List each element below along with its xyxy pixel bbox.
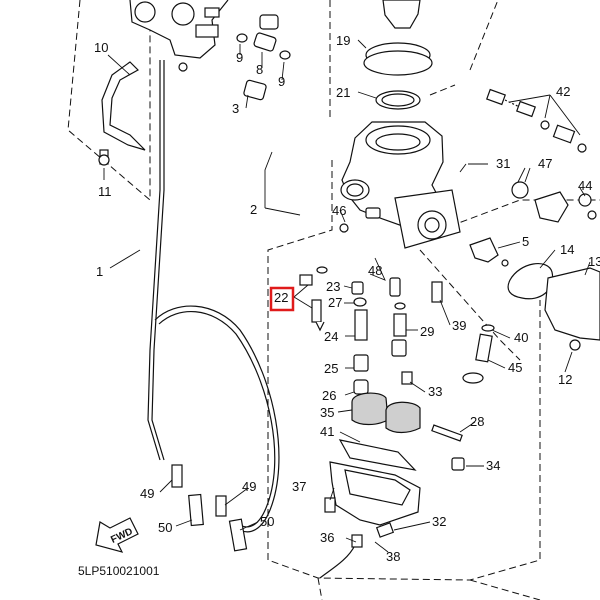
highlight-box [269,286,295,312]
throttle-housing [129,0,229,72]
carburetor-body [339,121,461,249]
callout-48: 48 [368,263,382,278]
callout-5: 5 [522,234,529,249]
callout-37: 37 [292,479,306,494]
callout-45: 45 [508,360,522,375]
callout-8: 8 [256,62,263,77]
fwd-arrow-icon: FWD [95,517,139,553]
callout-2: 2 [250,202,257,217]
callout-27: 27 [328,295,342,310]
callout-3: 3 [232,101,239,116]
callout-31: 31 [496,156,510,171]
jet-stack [299,266,421,434]
callout-49-left: 49 [140,486,154,501]
callout-44: 44 [578,178,592,193]
float-bowl [319,424,465,579]
callout-19: 19 [336,33,350,48]
callout-23: 23 [326,279,340,294]
callout-46: 46 [332,203,346,218]
callout-21: 21 [336,85,350,100]
callout-14: 14 [560,242,574,257]
callout-labels: 10 11 1 2 3 8 9 9 19 21 31 42 47 44 46 5… [94,33,600,564]
callout-1: 1 [96,264,103,279]
pilot-screw-set [486,88,587,153]
dashed-boundaries [67,0,600,600]
leader-lines [103,39,591,553]
callout-32: 32 [432,514,446,529]
callout-13: 13 [588,254,600,269]
callout-25: 25 [324,361,338,376]
callout-9-right: 9 [278,74,285,89]
callout-42: 42 [556,84,570,99]
callout-10: 10 [94,40,108,55]
callout-9-left: 9 [236,50,243,65]
callout-22: 22 [274,290,288,305]
diagram-code: 5LP510021001 [78,564,160,578]
callout-38: 38 [386,549,400,564]
callout-33: 33 [428,384,442,399]
jet-parts-group [236,14,291,101]
callout-34: 34 [486,458,500,473]
callout-12: 12 [558,372,572,387]
throttle-cable [147,60,280,552]
callout-47: 47 [538,156,552,171]
callout-11: 11 [98,184,112,199]
callout-41: 41 [320,424,334,439]
callout-28: 28 [470,414,484,429]
callout-49-right: 49 [242,479,256,494]
cable-bracket [98,61,146,166]
needle-valve-parts [389,277,495,385]
callout-36: 36 [320,530,334,545]
callout-39: 39 [452,318,466,333]
accelerator-pump-cover [469,237,600,351]
callout-35: 35 [320,405,334,420]
callout-26: 26 [322,388,336,403]
diaphragm-cover [363,0,433,110]
callout-50-right: 50 [260,514,274,529]
callout-29: 29 [420,324,434,339]
callout-50-left: 50 [158,520,172,535]
callout-24: 24 [324,329,338,344]
callout-40: 40 [514,330,528,345]
choke-assembly [511,181,597,223]
